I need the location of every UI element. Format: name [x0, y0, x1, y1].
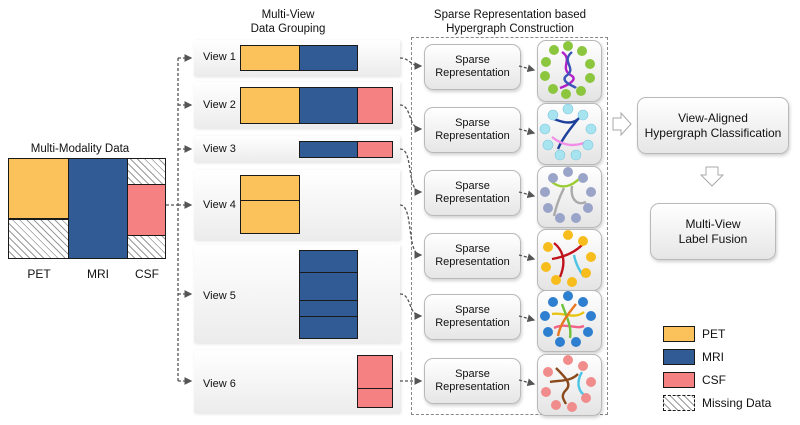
view-5-mri-2 [299, 272, 358, 301]
view-5-label: View 5 [203, 290, 236, 302]
legend-csf-label: CSF [702, 373, 726, 387]
arrow-view-1-to-sr [399, 57, 423, 70]
sparse-box-3-line2: Representation [435, 193, 510, 205]
view-2-label: View 2 [203, 99, 236, 111]
arrow-sr-6-to-hg [518, 378, 536, 387]
grouping-title-line1: Multi-View [261, 9, 315, 21]
legend-missing-swatch [663, 395, 695, 411]
arrow-view-2-to-sr [399, 104, 423, 133]
sparse-box-4-line2: Representation [435, 256, 510, 268]
view-1-pet [240, 45, 300, 71]
multi-modality-title: Multi-Modality Data [30, 143, 130, 155]
view-4-label: View 4 [203, 199, 236, 211]
view-4-pet-top [240, 175, 300, 201]
view-1-mri [299, 45, 358, 71]
hypergraph-1 [540, 41, 595, 99]
sparse-box-2-line1: Sparse [455, 117, 490, 129]
view-5-panel [194, 245, 400, 343]
sparse-box-5-line1: Sparse [455, 304, 490, 316]
sparse-box-1-line1: Sparse [455, 54, 490, 66]
sparse-box-1-line2: Representation [435, 67, 510, 79]
sparse-hg-title-line1: Sparse Representation based [433, 9, 587, 21]
view-3-csf [357, 141, 393, 158]
arrow-sr-1-to-hg [518, 64, 536, 73]
hypergraph-5 [540, 291, 596, 347]
sparse-box-2-line2: Representation [435, 130, 510, 142]
classification-line2: Hypergraph Classification [644, 125, 782, 140]
view-2-mri [299, 87, 358, 124]
legend-mri-swatch [663, 349, 695, 365]
csf-missing-block-top [127, 158, 166, 185]
hypergraph-4 [541, 230, 596, 287]
view-3-label: View 3 [203, 143, 236, 155]
arrow-view-3-to-sr [399, 148, 423, 196]
arrow-sr-4-to-hg [518, 253, 536, 262]
block-arrow-to-fusion [699, 166, 725, 187]
arrow-view-4-to-sr [399, 204, 423, 259]
pet-axis-label: PET [27, 267, 51, 281]
legend-missing-label: Missing Data [702, 396, 772, 410]
sparse-box-3-line1: Sparse [455, 180, 490, 192]
hypergraph-6 [541, 355, 596, 412]
grouping-title-line2: Data Grouping [250, 23, 326, 35]
view-4-pet-bottom [240, 200, 300, 234]
csf-axis-label: CSF [135, 267, 159, 281]
sparse-box-6-line1: Sparse [455, 368, 490, 380]
legend-csf-swatch [663, 372, 695, 388]
fusion-line2: Label Fusion [678, 231, 748, 246]
view-5-mri-4 [299, 316, 358, 339]
hypergraph-3 [540, 167, 596, 223]
legend-mri-label: MRI [702, 350, 724, 364]
arrow-sr-3-to-hg [518, 190, 536, 199]
arrow-sr-2-to-hg [518, 127, 536, 136]
sparse-box-6-line2: Representation [435, 381, 510, 393]
view-2-csf [357, 87, 393, 124]
arrow-view-5-to-sr [399, 293, 423, 320]
block-arrow-to-classification [612, 111, 632, 137]
legend-pet-label: PET [702, 327, 726, 341]
sparse-box-5-line2: Representation [435, 317, 510, 329]
view-6-csf-top [357, 355, 393, 389]
legend-pet-swatch [663, 326, 695, 342]
sparse-hg-title-line2: Hypergraph Construction [446, 23, 574, 35]
classification-line1: View-Aligned [678, 110, 748, 125]
view-6-label: View 6 [203, 378, 236, 390]
mri-axis-label: MRI [87, 267, 109, 281]
sparse-hg-dashed-frame [411, 37, 608, 415]
hypergraph-2 [539, 103, 597, 161]
view-1-label: View 1 [203, 51, 236, 63]
csf-missing-block-bottom [127, 235, 166, 259]
pet-missing-block [8, 219, 69, 259]
arrow-sr-5-to-hg [518, 314, 536, 323]
fusion-line1: Multi-View [685, 216, 741, 231]
sparse-box-4-line1: Sparse [455, 243, 490, 255]
view-6-csf-bottom [357, 388, 393, 408]
